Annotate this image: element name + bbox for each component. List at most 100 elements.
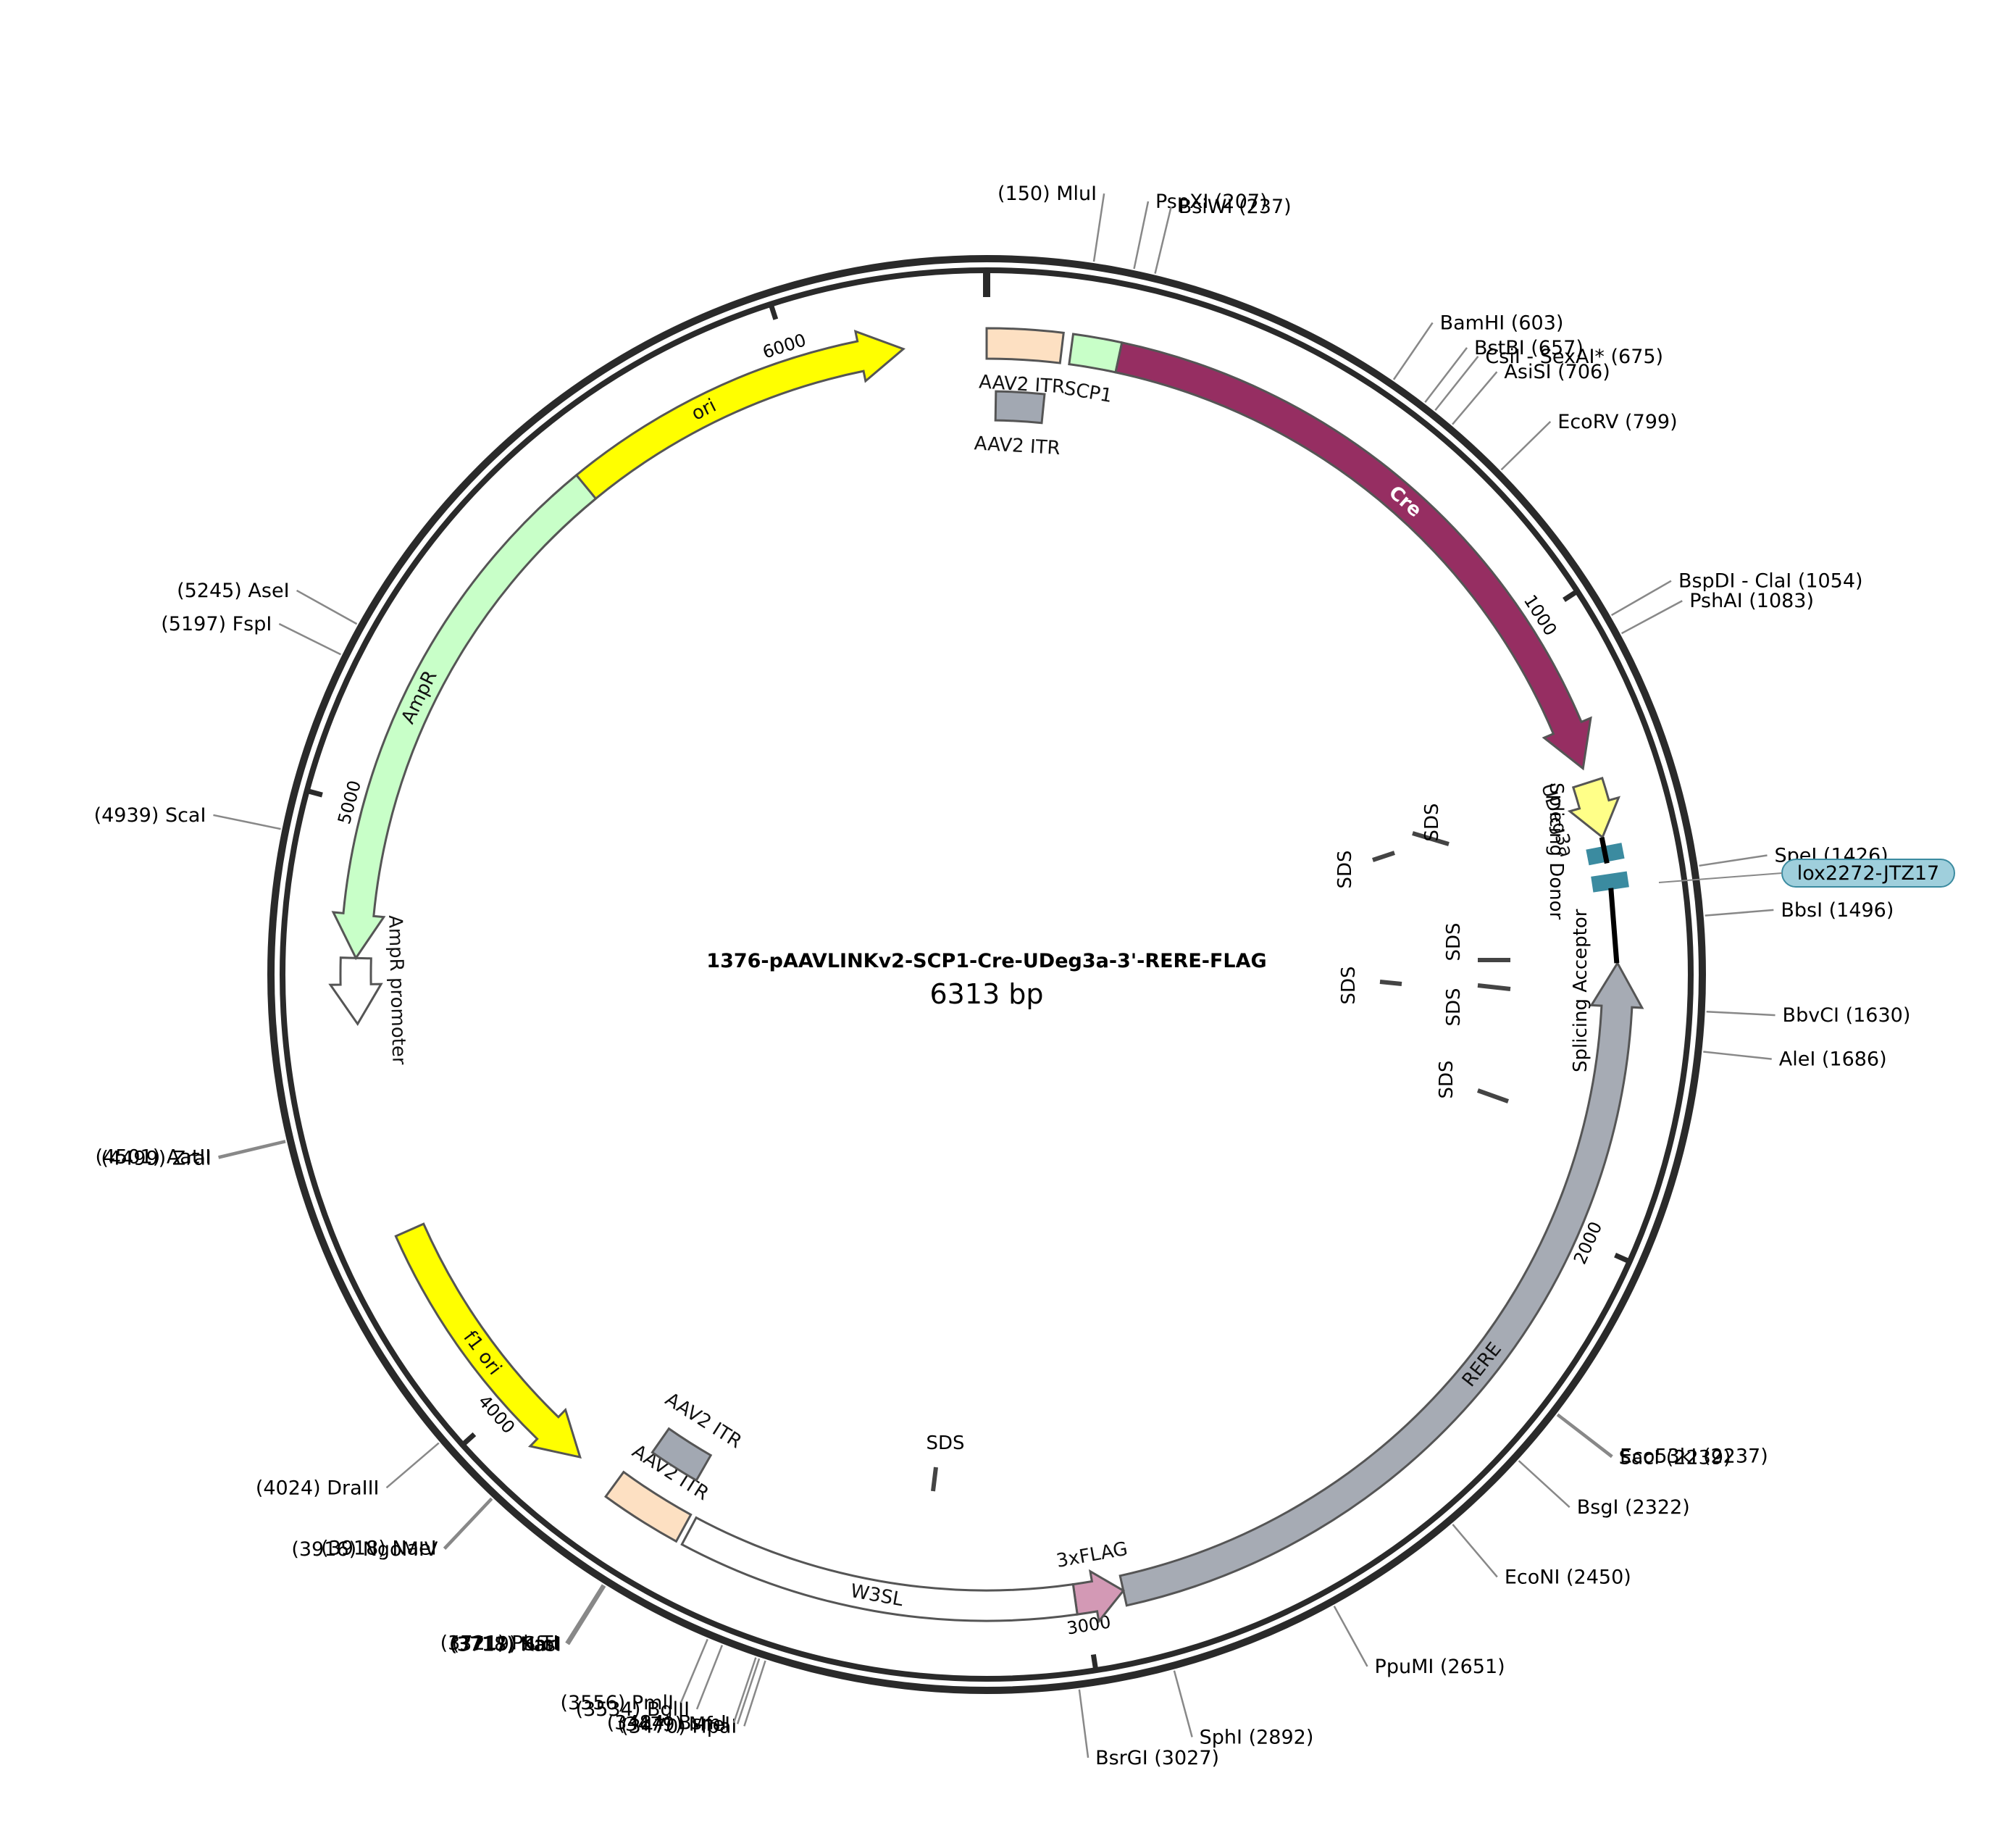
site-label-mlui: (150) MluI <box>997 183 1097 205</box>
site-label-scai: (4939) ScaI <box>94 804 206 827</box>
site-leader-alei <box>1703 1051 1772 1060</box>
site-label-mfei: (3479) MfeI <box>617 1713 730 1735</box>
site-leader-zrai <box>218 1141 286 1159</box>
site-leader-csii <box>1434 356 1479 411</box>
site-leader-bbsi <box>1705 909 1774 917</box>
site-label-zrai: (4499) ZraI <box>101 1147 211 1169</box>
site-leader-ppumi <box>1333 1606 1368 1667</box>
splice-line-0 <box>1599 837 1610 864</box>
site-label-pspxi: PspXI (207) <box>1155 191 1268 213</box>
backbone <box>267 255 1706 1694</box>
sds-label-3: SDS <box>1338 966 1360 1004</box>
site-leader-naei <box>443 1497 492 1549</box>
site-label-bglii: (3534) BglII <box>576 1698 690 1721</box>
feature-aav2-itr-10 <box>651 1427 713 1482</box>
feature-3xflag-7 <box>1071 1569 1126 1624</box>
sds-label-0: SDS <box>1421 803 1443 841</box>
splicing-donor-label: Splicing Donor <box>1545 783 1567 920</box>
feature-label-scp1-2: SCP1 <box>1063 377 1114 407</box>
sds-mark-0 <box>1412 831 1450 846</box>
site-label-draiii: (4024) DraIII <box>256 1477 380 1499</box>
site-label-bsgi: BsgI (2322) <box>1577 1496 1690 1519</box>
sds-mark-6 <box>931 1467 938 1492</box>
site-label-fspi: (5197) FspI <box>161 613 272 635</box>
feature-label-3xflag-7: 3xFLAG <box>1055 1538 1129 1572</box>
site-label-asisi: AsiSI (706) <box>1504 361 1610 383</box>
site-leader-pshai <box>1620 600 1683 635</box>
site-label-bsrgi: BsrGI (3027) <box>1095 1747 1219 1769</box>
feature-udeg3a-5 <box>1567 777 1621 840</box>
site-label-bsmi: (3484) BsmI <box>607 1712 727 1735</box>
site-label-bbsi: BbsI (1496) <box>1781 899 1894 922</box>
site-leader-mlui <box>1092 193 1105 262</box>
site-label-econi: EcoNI (2450) <box>1505 1566 1631 1588</box>
tick-1000 <box>1563 589 1579 602</box>
site-leader-ngomiv <box>444 1498 493 1550</box>
feature-aav2-itr-1 <box>985 327 1065 364</box>
tick-4000 <box>461 1432 477 1447</box>
site-leader-asisi <box>1452 371 1498 425</box>
site-leader-fspi <box>278 622 342 656</box>
tick-6000 <box>768 303 779 320</box>
feature-f1-ori-11 <box>394 1222 582 1459</box>
site-leader-bsrgi <box>1078 1689 1089 1759</box>
site-leader-hpai <box>743 1660 766 1727</box>
site-label-bamhi: BamHI (603) <box>1440 312 1564 334</box>
tick-5000 <box>306 788 323 798</box>
site-leader-scai <box>213 814 281 830</box>
feature-w3sl-8 <box>680 1516 1079 1622</box>
backbone-inner <box>280 267 1694 1682</box>
site-leader-bsmi <box>732 1657 757 1724</box>
backbone-outer <box>267 255 1706 1694</box>
site-label-naei: (3918) NaeI <box>321 1538 437 1560</box>
site-label-asei: (5245) AseI <box>177 580 289 602</box>
site-leader-sphi <box>1173 1670 1193 1737</box>
site-leader-bsiwi <box>1154 206 1172 274</box>
sds-mark-3 <box>1379 980 1402 986</box>
sds-label-6: SDS <box>926 1432 964 1454</box>
feature-aav2-itr-9 <box>604 1470 693 1543</box>
sds-mark-1 <box>1372 851 1395 862</box>
site-leader-asei <box>296 589 358 625</box>
site-label-eco53ki: Eco53kI (2237) <box>1620 1445 1768 1468</box>
lox-label: lox2272-JTZ17 <box>1797 862 1939 885</box>
site-leader-saci <box>1556 1414 1613 1459</box>
feature-ampr-13 <box>331 473 598 961</box>
feature-scp1-2 <box>1068 333 1124 374</box>
site-leader-ecorv <box>1500 420 1552 471</box>
site-label-bbvci: BbvCI (1630) <box>1783 1004 1911 1027</box>
feature-label-aav2-itr-4: AAV2 ITR <box>974 433 1061 459</box>
site-label-hpai: (3470) HpaI <box>621 1715 737 1737</box>
site-label-ppumi: PpuMI (2651) <box>1375 1656 1505 1678</box>
sds-label-2: SDS <box>1443 922 1465 961</box>
site-label-ecorv: EcoRV (799) <box>1557 411 1677 433</box>
feature-rere-6 <box>1118 961 1644 1607</box>
site-leader-draiii <box>385 1442 440 1489</box>
site-leader-spei <box>1699 854 1768 867</box>
feature-label-ampr-promoter-12: AmpR promoter <box>384 915 409 1066</box>
site-label-pshai: PshAI (1083) <box>1689 590 1814 612</box>
site-label-ngomiv: (3916) NgoMIV <box>291 1538 438 1561</box>
site-leader-bglii <box>695 1645 724 1710</box>
tick-3000 <box>1090 1653 1099 1671</box>
site-label-kasi: (3717) KasI <box>450 1634 561 1656</box>
site-leader-sfoi <box>566 1585 605 1645</box>
sds-label-4: SDS <box>1443 988 1465 1026</box>
site-label-nari: (3718) NarI <box>449 1633 561 1656</box>
feature-aav2-itr-4 <box>994 390 1046 425</box>
sds-label-5: SDS <box>1436 1060 1457 1098</box>
feature-ori-0 <box>523 329 905 546</box>
site-leader-econi <box>1452 1524 1498 1578</box>
plasmid-size: 6313 bp <box>929 978 1043 1010</box>
site-leader-bstbi <box>1424 347 1468 404</box>
site-label-csii: CsiI - SexAI* (675) <box>1485 346 1663 368</box>
site-leader-pmli <box>679 1638 708 1703</box>
site-leader-pspxi <box>1133 201 1150 270</box>
site-leader-bamhi <box>1392 322 1434 380</box>
feature-ampr-promoter-12 <box>328 956 383 1026</box>
site-label-bspdi: BspDI - ClaI (1054) <box>1678 570 1863 593</box>
feature-cre-3 <box>1114 341 1592 771</box>
site-label-bstbi: BstBI (657) <box>1474 337 1584 359</box>
lox-mark-1 <box>1591 871 1629 893</box>
